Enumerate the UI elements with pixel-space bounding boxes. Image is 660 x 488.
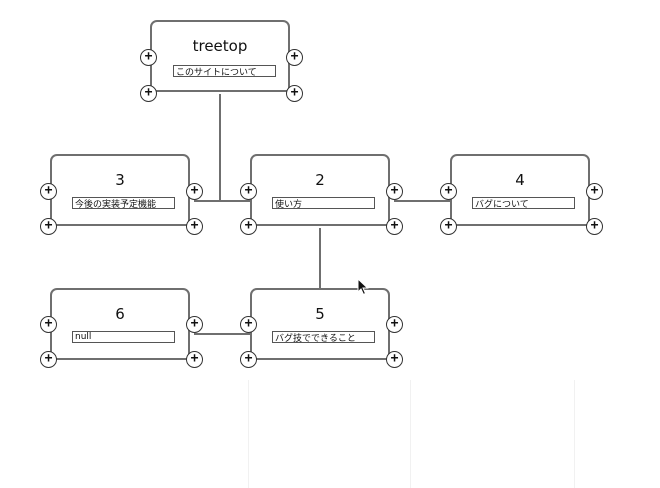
- add-child-button[interactable]: +: [240, 183, 257, 200]
- add-child-button[interactable]: +: [440, 218, 457, 235]
- add-child-button[interactable]: +: [40, 183, 57, 200]
- plus-icon: +: [244, 351, 253, 366]
- mouse-pointer-icon: [357, 278, 369, 296]
- plus-icon: +: [190, 183, 199, 198]
- plus-icon: +: [144, 85, 153, 100]
- plus-icon: +: [390, 316, 399, 331]
- plus-icon: +: [44, 218, 53, 233]
- add-child-button[interactable]: +: [40, 316, 57, 333]
- plus-icon: +: [390, 183, 399, 198]
- tree-node-6[interactable]: 6: [50, 288, 190, 360]
- add-child-button[interactable]: +: [286, 85, 303, 102]
- add-child-button[interactable]: +: [286, 49, 303, 66]
- node-title: 5: [315, 305, 325, 323]
- plus-icon: +: [390, 351, 399, 366]
- plus-icon: +: [290, 49, 299, 64]
- node-title: 3: [115, 171, 125, 189]
- plus-icon: +: [244, 183, 253, 198]
- plus-icon: +: [44, 316, 53, 331]
- plus-icon: +: [590, 183, 599, 198]
- node-text-input[interactable]: [272, 331, 375, 343]
- tree-node-5[interactable]: 5: [250, 288, 390, 360]
- add-child-button[interactable]: +: [440, 183, 457, 200]
- node-text-input[interactable]: [72, 331, 175, 343]
- node-title: 2: [315, 171, 325, 189]
- plus-icon: +: [444, 183, 453, 198]
- plus-icon: +: [144, 49, 153, 64]
- node-title: 4: [515, 171, 525, 189]
- add-child-button[interactable]: +: [186, 218, 203, 235]
- background-divider: [574, 380, 575, 488]
- add-child-button[interactable]: +: [240, 316, 257, 333]
- background-divider: [410, 380, 411, 488]
- add-child-button[interactable]: +: [586, 218, 603, 235]
- plus-icon: +: [190, 351, 199, 366]
- node-text-input[interactable]: [472, 197, 575, 209]
- add-child-button[interactable]: +: [240, 351, 257, 368]
- add-child-button[interactable]: +: [386, 218, 403, 235]
- node-text-input[interactable]: [272, 197, 375, 209]
- background-divider: [248, 380, 249, 488]
- add-child-button[interactable]: +: [386, 183, 403, 200]
- add-child-button[interactable]: +: [386, 316, 403, 333]
- add-child-button[interactable]: +: [186, 351, 203, 368]
- node-title: 6: [115, 305, 125, 323]
- node-text-input[interactable]: [72, 197, 175, 209]
- node-title: treetop: [192, 37, 248, 55]
- plus-icon: +: [44, 183, 53, 198]
- add-child-button[interactable]: +: [186, 183, 203, 200]
- add-child-button[interactable]: +: [140, 85, 157, 102]
- tree-node-4[interactable]: 4: [450, 154, 590, 226]
- add-child-button[interactable]: +: [240, 218, 257, 235]
- tree-node-2[interactable]: 2: [250, 154, 390, 226]
- node-text-input[interactable]: [173, 65, 276, 77]
- plus-icon: +: [244, 316, 253, 331]
- plus-icon: +: [590, 218, 599, 233]
- add-child-button[interactable]: +: [40, 218, 57, 235]
- plus-icon: +: [390, 218, 399, 233]
- tree-node-treetop[interactable]: treetop: [150, 20, 290, 92]
- plus-icon: +: [190, 316, 199, 331]
- plus-icon: +: [244, 218, 253, 233]
- tree-node-3[interactable]: 3: [50, 154, 190, 226]
- add-child-button[interactable]: +: [186, 316, 203, 333]
- plus-icon: +: [190, 218, 199, 233]
- add-child-button[interactable]: +: [586, 183, 603, 200]
- plus-icon: +: [290, 85, 299, 100]
- add-child-button[interactable]: +: [40, 351, 57, 368]
- plus-icon: +: [444, 218, 453, 233]
- plus-icon: +: [44, 351, 53, 366]
- add-child-button[interactable]: +: [386, 351, 403, 368]
- add-child-button[interactable]: +: [140, 49, 157, 66]
